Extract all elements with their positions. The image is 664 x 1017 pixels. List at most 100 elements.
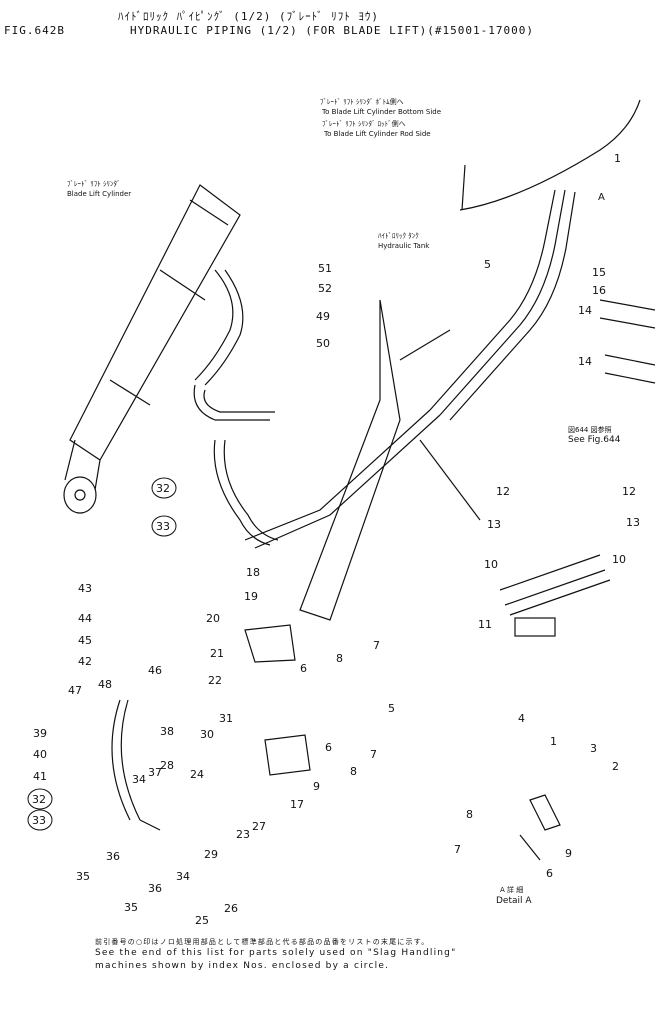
circled-index-marker [151, 477, 177, 499]
detail-a-en: Detail A [496, 896, 532, 906]
part-label-1: 1 [550, 735, 557, 748]
part-label-38: 38 [160, 725, 174, 738]
part-label-12: 12 [622, 485, 636, 498]
part-label-46: 46 [148, 664, 162, 677]
jp-title: ﾊｲﾄﾞﾛﾘｯｸ ﾊﾟｲﾋﾟﾝｸﾞ (1/2) (ﾌﾞﾚｰﾄﾞ ﾘﾌﾄ ﾖｳ) [118, 10, 379, 23]
part-label-24: 24 [190, 768, 204, 781]
part-label-7: 7 [370, 748, 377, 761]
part-label-13: 13 [487, 518, 501, 531]
bracket-20 [244, 624, 296, 663]
cylinder-hoses [193, 269, 275, 421]
part-label-42: 42 [78, 655, 92, 668]
arrow-a-label: A [598, 192, 605, 203]
part-label-34: 34 [176, 870, 190, 883]
frame-member [299, 299, 481, 621]
valve-block-17 [264, 734, 311, 776]
part-label-28: 28 [160, 759, 174, 772]
part-label-39: 39 [33, 727, 47, 740]
note-bottom-side-jp: ﾌﾞﾚｰﾄﾞ ﾘﾌﾄ ｼﾘﾝﾀﾞ ﾎﾞﾄﾑ側へ [320, 98, 404, 106]
part-label-49: 49 [316, 310, 330, 323]
part-label-12: 12 [496, 485, 510, 498]
part-label-18: 18 [246, 566, 260, 579]
detail-a-jp: A 詳 細 [500, 886, 524, 894]
note-rod-side-jp: ﾌﾞﾚｰﾄﾞ ﾘﾌﾄ ｼﾘﾝﾀﾞ ﾛｯﾄﾞ側へ [322, 120, 406, 128]
bracket-14 [599, 299, 656, 384]
part-label-10: 10 [484, 558, 498, 571]
part-label-23: 23 [236, 828, 250, 841]
part-label-41: 41 [33, 770, 47, 783]
hydraulic-tank-outline [459, 99, 641, 211]
part-label-36: 36 [106, 850, 120, 863]
footer-line-1: See the end of this list for parts solel… [95, 948, 457, 958]
part-label-33: 33 [32, 814, 46, 827]
part-label-29: 29 [204, 848, 218, 861]
figure-title: HYDRAULIC PIPING (1/2) (FOR BLADE LIFT)(… [130, 24, 534, 37]
part-label-33: 33 [156, 520, 170, 533]
part-label-17: 17 [290, 798, 304, 811]
part-label-34: 34 [132, 773, 146, 786]
part-label-32: 32 [32, 793, 46, 806]
part-label-5: 5 [388, 702, 395, 715]
part-label-13: 13 [626, 516, 640, 529]
circled-index-marker [151, 515, 177, 537]
note-cylinder-jp: ﾌﾞﾚｰﾄﾞ ﾘﾌﾄ ｼﾘﾝﾀﾞ [67, 180, 121, 188]
part-label-19: 19 [244, 590, 258, 603]
footer-jp: 前引番号の○印はノロ処理用部品として標準部品と代る部品の品番をリストの末尾に示す… [95, 938, 430, 946]
part-label-35: 35 [76, 870, 90, 883]
part-label-15: 15 [592, 266, 606, 279]
part-label-25: 25 [195, 914, 209, 927]
left-hose-assembly [111, 439, 279, 831]
part-label-20: 20 [206, 612, 220, 625]
part-label-35: 35 [124, 901, 138, 914]
part-label-31: 31 [219, 712, 233, 725]
circled-index-marker [27, 788, 53, 810]
part-label-32: 32 [156, 482, 170, 495]
part-label-14: 14 [578, 355, 592, 368]
note-tank-jp: ﾊｲﾄﾞﾛﾘｯｸ ﾀﾝｸ [378, 232, 419, 240]
part-label-16: 16 [592, 284, 606, 297]
part-label-7: 7 [454, 843, 461, 856]
part-label-43: 43 [78, 582, 92, 595]
part-label-11: 11 [478, 618, 492, 631]
part-label-44: 44 [78, 612, 92, 625]
part-label-47: 47 [68, 684, 82, 697]
part-label-6: 6 [300, 662, 307, 675]
figure-number: FIG.642B [4, 24, 65, 37]
part-label-8: 8 [350, 765, 357, 778]
part-label-3: 3 [590, 742, 597, 755]
clamp-bars [499, 554, 611, 616]
part-label-8: 8 [336, 652, 343, 665]
part-label-50: 50 [316, 337, 330, 350]
circled-index-marker [27, 809, 53, 831]
blade-lift-cylinder [63, 184, 241, 514]
part-label-36: 36 [148, 882, 162, 895]
part-label-6: 6 [546, 867, 553, 880]
part-label-21: 21 [210, 647, 224, 660]
part-label-4: 4 [518, 712, 525, 725]
part-label-8: 8 [466, 808, 473, 821]
part-label-5: 5 [484, 258, 491, 271]
part-label-7: 7 [373, 639, 380, 652]
part-label-51: 51 [318, 262, 332, 275]
part-label-1: 1 [614, 152, 621, 165]
part-label-48: 48 [98, 678, 112, 691]
tank-edge [461, 164, 466, 211]
footer-line-2: machines shown by index Nos. enclosed by… [95, 961, 390, 971]
note-cylinder-en: Blade Lift Cylinder [67, 190, 132, 198]
part-label-9: 9 [313, 780, 320, 793]
part-label-9: 9 [565, 847, 572, 860]
part-label-26: 26 [224, 902, 238, 915]
detail-a-elbow [519, 794, 561, 861]
part-label-52: 52 [318, 282, 332, 295]
part-label-40: 40 [33, 748, 47, 761]
part-label-2: 2 [612, 760, 619, 773]
part-label-45: 45 [78, 634, 92, 647]
part-label-6: 6 [325, 741, 332, 754]
part-label-27: 27 [252, 820, 266, 833]
part-label-30: 30 [200, 728, 214, 741]
note-see-fig-jp: 図644 図参照 [568, 426, 612, 434]
part-label-37: 37 [148, 766, 162, 779]
note-tank-en: Hydraulic Tank [378, 242, 430, 250]
